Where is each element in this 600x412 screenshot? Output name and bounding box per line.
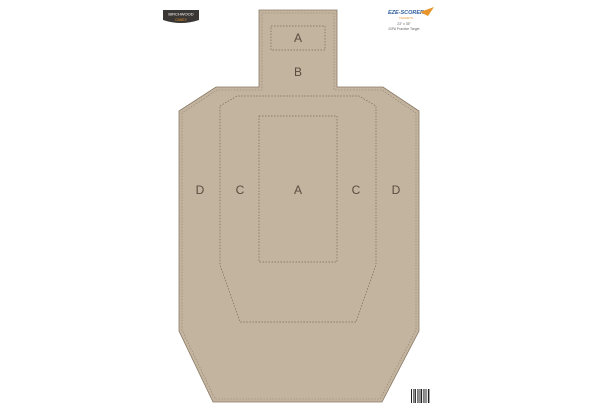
- swoosh-icon: [420, 7, 434, 16]
- birchwood-casey-logo: BIRCHWOOD CASEY: [163, 10, 199, 23]
- logo-left-line2: CASEY: [175, 18, 188, 22]
- zone-label-head-b: B: [294, 65, 302, 79]
- outer-zone-d-border: [181, 12, 417, 400]
- zone-label-right-d: D: [392, 183, 401, 197]
- head-zone-a: [270, 25, 326, 51]
- zone-label-left-d: D: [196, 183, 205, 197]
- target-silhouette: [178, 9, 420, 403]
- zone-label-head-a: A: [294, 31, 302, 45]
- logo-right-brand: EZE-SCORER: [388, 10, 424, 16]
- body-zone-a: [258, 115, 338, 263]
- logo-left-line1: BIRCHWOOD: [168, 12, 193, 17]
- eze-scorer-logo: EZE-SCORER TARGETS 23" x 35" IDPA Practi…: [388, 7, 434, 31]
- body-zone-c: [219, 95, 377, 323]
- product-size: 23" x 35": [397, 22, 411, 26]
- zone-label-left-c: C: [236, 183, 245, 197]
- zone-label-right-c: C: [352, 183, 361, 197]
- zone-label-body-a: A: [294, 183, 302, 197]
- barcode: [411, 389, 430, 403]
- logo-right-sub: TARGETS: [399, 16, 413, 20]
- product-name: IDPA Practice Target: [389, 27, 420, 31]
